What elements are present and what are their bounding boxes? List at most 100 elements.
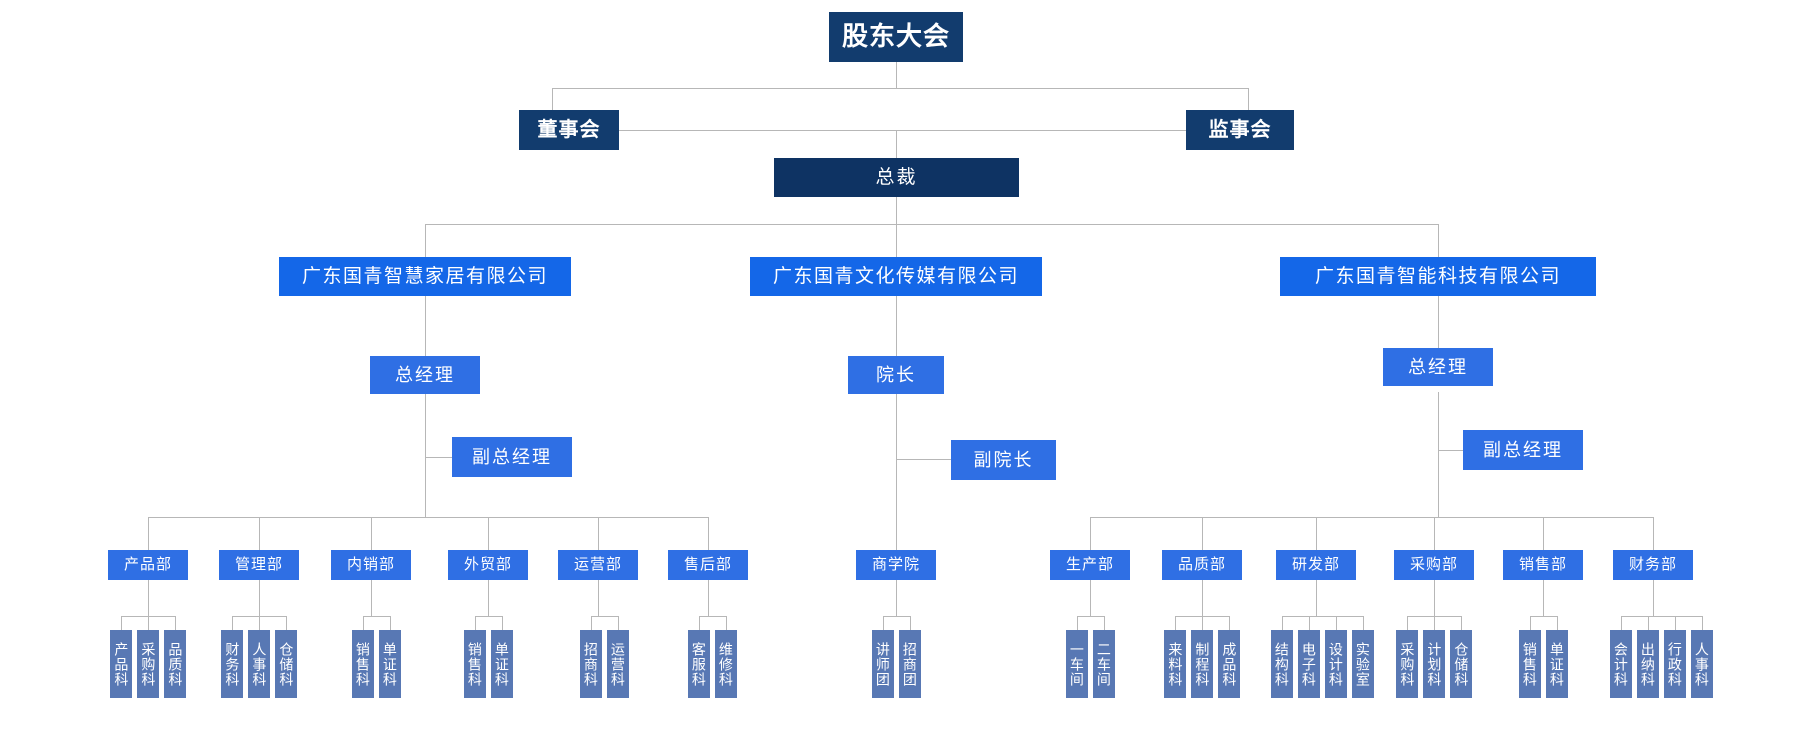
node-department-0-1[interactable]: 管理部 <box>219 550 299 580</box>
connector-line <box>1620 616 1622 630</box>
node-section-1-0-0[interactable]: 讲师团 <box>871 630 894 698</box>
connector-line <box>1076 616 1078 630</box>
node-section-2-5-1[interactable]: 出纳科 <box>1636 630 1659 698</box>
node-department-2-3[interactable]: 采购部 <box>1394 550 1474 580</box>
connector-line <box>425 224 426 257</box>
node-section-0-5-1[interactable]: 维修科 <box>714 630 737 698</box>
node-section-2-4-1[interactable]: 单证科 <box>1545 630 1568 698</box>
node-section-2-0-0[interactable]: 一车间 <box>1065 630 1088 698</box>
node-section-0-2-0[interactable]: 销售科 <box>351 630 374 698</box>
node-company-2[interactable]: 广东国青智能科技有限公司 <box>1280 257 1596 296</box>
node-head-2[interactable]: 总经理 <box>1383 348 1493 386</box>
connector-line <box>1438 392 1439 517</box>
connector-line <box>1316 517 1317 550</box>
node-section-0-4-0[interactable]: 招商科 <box>579 630 602 698</box>
node-section-1-0-1[interactable]: 招商团 <box>898 630 921 698</box>
node-deputy-0[interactable]: 副总经理 <box>452 437 572 477</box>
connector-line <box>896 62 897 88</box>
connector-line <box>148 616 149 630</box>
connector-line <box>896 296 897 356</box>
node-section-0-2-1[interactable]: 单证科 <box>378 630 401 698</box>
connector-line <box>896 459 951 460</box>
connector-line <box>1438 224 1439 257</box>
node-head-1[interactable]: 院长 <box>848 356 944 394</box>
node-shareholders-meeting[interactable]: 股东大会 <box>829 12 963 62</box>
node-department-0-3[interactable]: 外贸部 <box>448 550 528 580</box>
node-department-2-0[interactable]: 生产部 <box>1050 550 1130 580</box>
connector-line <box>259 580 260 616</box>
node-department-0-0[interactable]: 产品部 <box>108 550 188 580</box>
node-section-2-1-0[interactable]: 来料科 <box>1164 630 1186 698</box>
node-section-2-4-0[interactable]: 销售科 <box>1518 630 1541 698</box>
connector-line <box>1202 517 1203 550</box>
connector-line <box>882 616 910 617</box>
connector-line <box>425 457 470 458</box>
connector-line <box>698 616 700 630</box>
node-section-2-3-1[interactable]: 计划科 <box>1423 630 1445 698</box>
connector-line <box>1076 616 1104 617</box>
node-section-2-2-0[interactable]: 结构科 <box>1270 630 1293 698</box>
node-department-2-4[interactable]: 销售部 <box>1503 550 1583 580</box>
connector-line <box>1438 450 1483 451</box>
node-section-2-2-3[interactable]: 实验室 <box>1351 630 1374 698</box>
connector-line <box>1407 616 1408 630</box>
node-department-2-5[interactable]: 财务部 <box>1613 550 1693 580</box>
node-department-0-2[interactable]: 内销部 <box>331 550 411 580</box>
node-section-2-3-2[interactable]: 仓储科 <box>1450 630 1472 698</box>
node-section-2-2-2[interactable]: 设计科 <box>1324 630 1347 698</box>
node-section-0-3-0[interactable]: 销售科 <box>463 630 486 698</box>
node-department-2-2[interactable]: 研发部 <box>1276 550 1356 580</box>
node-section-2-1-2[interactable]: 成品科 <box>1218 630 1240 698</box>
node-department-0-5[interactable]: 售后部 <box>668 550 748 580</box>
connector-line <box>1202 580 1203 616</box>
node-company-0[interactable]: 广东国青智慧家居有限公司 <box>279 257 571 296</box>
node-section-2-5-0[interactable]: 会计科 <box>1609 630 1632 698</box>
node-section-0-1-2[interactable]: 仓储科 <box>275 630 297 698</box>
connector-line <box>1434 517 1435 550</box>
node-section-0-5-0[interactable]: 客服科 <box>687 630 710 698</box>
node-deputy-1[interactable]: 副院长 <box>951 440 1056 480</box>
connector-line <box>882 616 884 630</box>
node-section-0-3-1[interactable]: 单证科 <box>490 630 513 698</box>
connector-line <box>1281 616 1283 630</box>
node-section-0-0-1[interactable]: 采购科 <box>137 630 159 698</box>
connector-line <box>1090 580 1091 616</box>
node-section-2-2-1[interactable]: 电子科 <box>1297 630 1320 698</box>
connector-line <box>474 616 502 617</box>
connector-line <box>259 616 260 630</box>
connector-line <box>1202 616 1203 630</box>
node-section-0-1-1[interactable]: 人事科 <box>248 630 270 698</box>
connector-line <box>1308 616 1310 630</box>
connector-line <box>1543 580 1544 616</box>
connector-line <box>1653 580 1654 616</box>
node-section-2-1-1[interactable]: 制程科 <box>1191 630 1213 698</box>
node-section-2-3-0[interactable]: 采购科 <box>1396 630 1418 698</box>
connector-line <box>501 616 503 630</box>
node-section-0-0-2[interactable]: 品质科 <box>164 630 186 698</box>
node-president[interactable]: 总裁 <box>774 158 1019 197</box>
connector-line <box>232 616 233 630</box>
node-board-of-directors[interactable]: 董事会 <box>519 110 619 150</box>
node-deputy-2[interactable]: 副总经理 <box>1463 430 1583 470</box>
node-board-of-supervisors[interactable]: 监事会 <box>1186 110 1294 150</box>
connector-line <box>1316 580 1317 616</box>
node-section-0-4-1[interactable]: 运营科 <box>606 630 629 698</box>
connector-line <box>488 580 489 616</box>
connector-line <box>148 517 708 518</box>
connector-line <box>598 517 599 550</box>
node-section-2-5-2[interactable]: 行政科 <box>1663 630 1686 698</box>
node-section-2-5-3[interactable]: 人事科 <box>1690 630 1713 698</box>
connector-line <box>552 88 553 110</box>
connector-line <box>148 580 149 616</box>
node-section-0-0-0[interactable]: 产品科 <box>110 630 132 698</box>
connector-line <box>488 517 489 550</box>
connector-line <box>590 616 592 630</box>
node-section-0-1-0[interactable]: 财务科 <box>221 630 243 698</box>
node-section-2-0-1[interactable]: 二车间 <box>1092 630 1115 698</box>
node-department-1-0[interactable]: 商学院 <box>856 550 936 580</box>
node-department-0-4[interactable]: 运营部 <box>558 550 638 580</box>
connector-line <box>552 88 1248 89</box>
node-company-1[interactable]: 广东国青文化传媒有限公司 <box>750 257 1042 296</box>
node-head-0[interactable]: 总经理 <box>370 356 480 394</box>
node-department-2-1[interactable]: 品质部 <box>1162 550 1242 580</box>
